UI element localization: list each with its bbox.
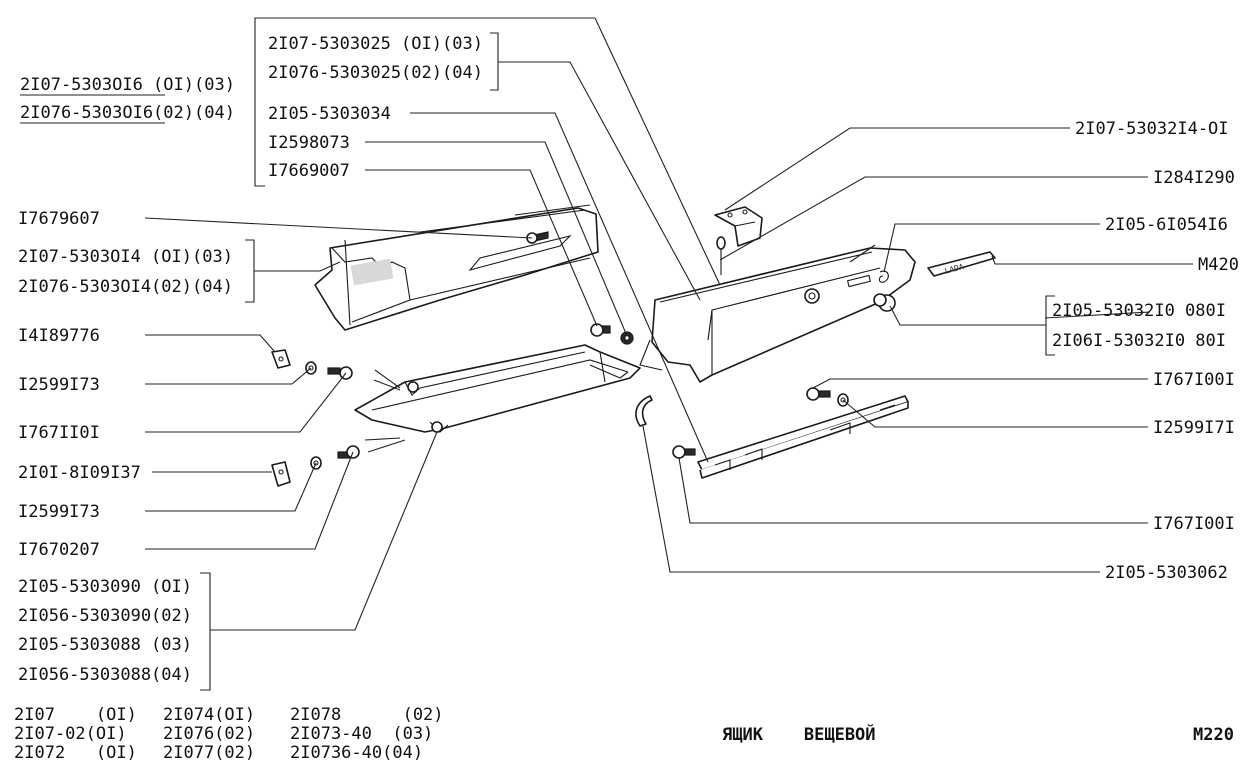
screw-17670207: [337, 445, 360, 459]
label-2105-5303090: 2I05-5303090 (OI): [18, 577, 192, 597]
model-col2-row1: 2I074(OI): [163, 705, 255, 725]
label-21076-5303025: 2I076-5303025(02)(04): [268, 63, 483, 83]
screw-17671001-a: [806, 387, 831, 401]
label-14189776: I4I89776: [18, 326, 100, 346]
hinge-strip: [697, 395, 909, 479]
label-2107-5303025: 2I07-5303025 (OI)(03): [268, 34, 483, 54]
label-m420: M420: [1198, 255, 1239, 275]
label-2107-5303016: 2I07-5303OI6 (OI)(03): [20, 75, 235, 95]
screw-12598073: [590, 323, 611, 337]
model-col3-row2: 2I073-40 (03): [290, 724, 433, 744]
label-17671001-b: I767I00I: [1153, 514, 1235, 534]
label-21056-5303090: 2I056-5303090(02): [18, 606, 192, 626]
label-12599171: I2599I7I: [1153, 418, 1235, 438]
label-12599173-b: I2599I73: [18, 502, 100, 522]
clip-14189776: [271, 349, 291, 369]
label-17679607: I7679607: [18, 209, 100, 229]
label-21061-5303210: 2I06I-53032I0 80I: [1052, 331, 1226, 351]
page-title: ЯЩИК ВЕЩЕВОЙ: [722, 723, 876, 745]
rivet: [716, 236, 726, 275]
screw-17671101: [327, 366, 353, 380]
label-17671101: I767II0I: [18, 423, 100, 443]
label-21076-5303016: 2I076-5303OI6(02)(04): [20, 103, 235, 123]
clip-2101-8109137: [271, 461, 291, 487]
rubber-stop: [635, 395, 653, 427]
glove-box-housing: [314, 204, 599, 331]
label-underlines: [20, 94, 1151, 319]
page-code: M220: [1193, 725, 1234, 745]
washer-12599173-a: [305, 361, 317, 375]
model-col3-row3: 2I0736-40(04): [290, 743, 423, 763]
label-2105-5303062: 2I05-5303062: [1105, 563, 1228, 583]
label-17671001-a: I767I00I: [1153, 370, 1235, 390]
model-col1-row1: 2I07 (OI): [14, 705, 137, 725]
group-bracket-tray: [200, 572, 211, 691]
part-labels: 2I07-5303OI6 (OI)(03) 2I076-5303OI6(02)(…: [18, 34, 1239, 685]
model-col2-row3: 2I077(02): [163, 743, 255, 763]
label-2105-5303210: 2I05-53032I0 080I: [1052, 301, 1226, 321]
nut-12598073: [620, 331, 634, 345]
model-col1-row2: 2I07-02(OI): [14, 724, 127, 744]
label-17669007: I7669007: [268, 161, 350, 181]
leader-lines: [144, 17, 1193, 631]
label-2105-5303034: 2I05-5303034: [268, 104, 391, 124]
model-col1-row3: 2I072 (OI): [14, 743, 137, 763]
label-2107-5303214: 2I07-53032I4-OI: [1075, 119, 1229, 139]
label-17670207: I7670207: [18, 540, 100, 560]
label-12841290: I284I290: [1153, 168, 1235, 188]
label-21076-5303014: 2I076-5303OI4(02)(04): [18, 277, 233, 297]
label-2105-5303088: 2I05-5303088 (03): [18, 635, 192, 655]
label-2101-8109137: 2I0I-8I09I37: [18, 463, 141, 483]
label-21056-5303088: 2I056-5303088(04): [18, 665, 192, 685]
glove-box-lid: [639, 244, 916, 383]
label-12598073: I2598073: [268, 133, 350, 153]
model-list: 2I07 (OI) 2I07-02(OI) 2I072 (OI) 2I074(O…: [14, 705, 444, 763]
label-2107-5303014: 2I07-5303OI4 (OI)(03): [18, 247, 233, 267]
glove-box-tray: [354, 344, 641, 433]
model-col2-row2: 2I076(02): [163, 724, 255, 744]
label-2105-6105416: 2I05-6I054I6: [1105, 215, 1228, 235]
group-bracket-housing: [245, 239, 255, 303]
lada-emblem: LADA: [927, 251, 996, 277]
spring-clip: [878, 270, 889, 283]
screw-17671001-b: [672, 445, 696, 459]
model-col3-row1: 2I078 (02): [290, 705, 444, 725]
label-12599173-a: I2599I73: [18, 375, 100, 395]
hinge-bracket: [714, 206, 763, 247]
